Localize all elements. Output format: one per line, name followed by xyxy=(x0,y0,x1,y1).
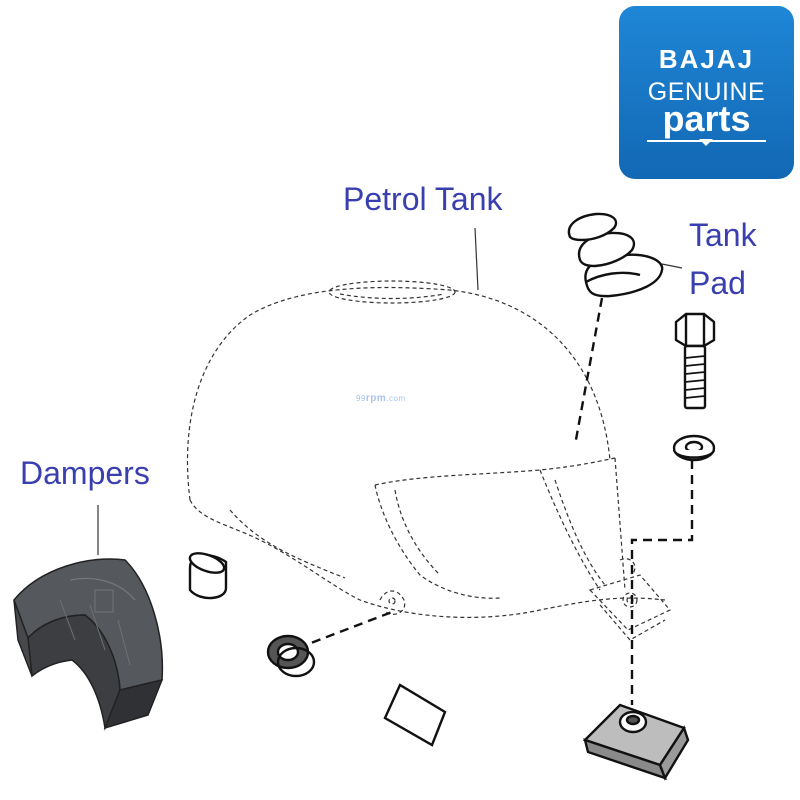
watermark: 99rpm.com xyxy=(356,393,406,404)
logo-genuine: GENUINE xyxy=(647,78,766,106)
logo-arrow-icon xyxy=(699,139,713,146)
petrol-tank-label: Petrol Tank xyxy=(343,181,503,217)
washer xyxy=(672,434,716,462)
tank-pad-label-line1: Tank xyxy=(689,217,757,253)
logo-parts: parts xyxy=(662,98,751,139)
bolt xyxy=(674,312,716,410)
dampers-label: Dampers xyxy=(20,455,150,491)
leader-lines xyxy=(97,227,683,555)
small-cylinder-damper xyxy=(188,552,228,600)
rubber-mount-base xyxy=(582,703,690,781)
assembly-dash-lines xyxy=(297,297,694,705)
large-damper xyxy=(13,558,164,731)
rubber-sheet xyxy=(383,683,447,747)
logo-brand: BAJAJ xyxy=(658,44,755,74)
bajaj-genuine-parts-logo: BAJAJ GENUINE parts xyxy=(619,6,794,179)
grommet xyxy=(266,634,316,678)
tank-pad-label-line2: Pad xyxy=(689,265,746,301)
tank-pad xyxy=(567,212,664,298)
petrol-tank-outline xyxy=(187,280,671,641)
